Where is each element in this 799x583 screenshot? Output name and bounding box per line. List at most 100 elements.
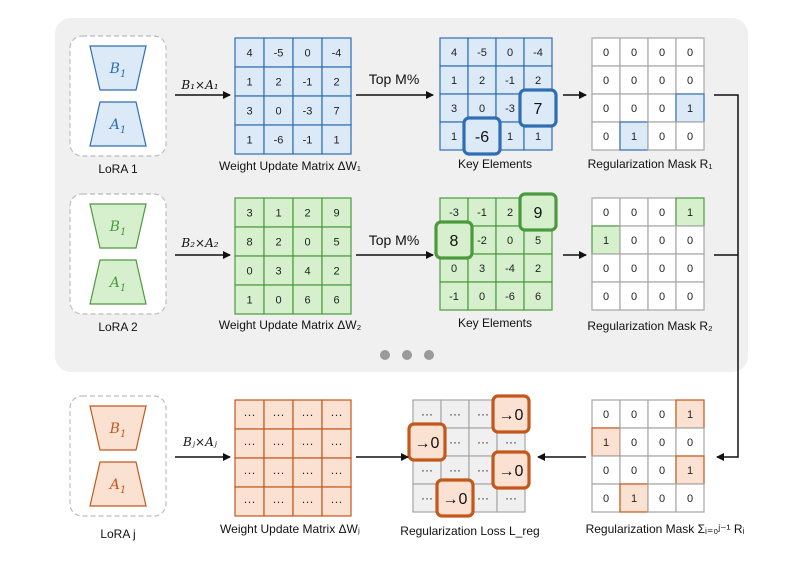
matrix-cell [467,281,497,311]
matrix-cell-value: 0 [687,75,693,87]
weight-matrix-j: ········································… [234,399,352,517]
matrix-cell-value: 0 [603,207,609,219]
matrix-cell-value: 9 [333,208,339,220]
matrix-cell-value: 0 [603,263,609,275]
lora-j-label: LoRA j [100,527,135,541]
highlight-box [518,88,558,128]
key-highlight-1-1: 7 [518,88,558,128]
matrix-cell-value: -6 [274,135,284,147]
matrix-cell-value: ··· [244,495,256,509]
matrix-cell [234,197,265,228]
matrix-cell [263,255,294,286]
matrix-cell-value: ··· [505,491,517,505]
weight-caption-j: Weight Update Matrix ΔWⱼ [220,522,360,536]
matrix-cell-value: 0 [631,291,637,303]
top-m-label-1: Top M% [369,71,420,87]
matrix-cell-value: 1 [603,235,609,247]
matrix-cell-value: -5 [477,47,487,59]
matrix-cell-value: 2 [535,263,541,275]
matrix-cell-value: 4 [451,47,457,59]
matrix-cell-value: ··· [273,408,285,422]
matrix-cell [619,483,649,513]
matrix-cell [619,455,649,485]
matrix-cell [292,399,323,430]
matrix-cell-value: 0 [603,131,609,143]
matrix-cell-value: -3 [505,103,515,115]
matrix-cell-value: 0 [507,47,513,59]
matrix-cell-value: ··· [302,495,314,509]
matrix-cell [440,399,470,429]
mask-caption-2: Regularization Mask R₂ [587,319,713,333]
matrix-cell [292,95,323,126]
matrix-cell-value: 1 [603,437,609,449]
matrix-cell [591,37,621,67]
matrix-cell-value: -1 [449,291,459,303]
matrix-cell-value: 2 [333,266,339,278]
matrix-cell-value: -3 [449,207,459,219]
key-caption-2: Key Elements [458,316,532,330]
matrix-cell [647,93,677,123]
matrix-cell-value: ··· [244,408,256,422]
matrix-cell [647,225,677,255]
connector-mask1-down [714,94,739,461]
matrix-cell [263,226,294,257]
matrix-cell [495,65,525,95]
matrix-cell [675,121,705,151]
matrix-cell-value: 1 [246,295,252,307]
matrix-cell-value: 0 [631,207,637,219]
matrix-cell-value: 0 [304,48,310,60]
key-highlight-1-2: -6 [462,116,502,156]
matrix-cell-value: 0 [631,437,637,449]
matrix-cell [523,37,553,67]
matrix-cell-value: 1 [631,493,637,505]
matrix-cell [675,455,705,485]
matrix-cell-value: -4 [533,47,543,59]
mask-caption-1: Regularization Mask R₁ [588,157,713,171]
matrix-cell-value: -1 [303,135,313,147]
ellipsis-dot-2 [402,350,412,360]
matrix-cell [234,226,265,257]
top-m-label-2: Top M% [369,232,420,248]
mask-caption-j: Regularization Mask Σᵢ₌₀ʲ⁻¹ Rᵢ [586,522,745,536]
matrix-cell [619,281,649,311]
matrix-cell-value: 0 [687,235,693,247]
matrix-cell-value: ··· [505,435,517,449]
matrix-cell-value: -6 [505,291,515,303]
matrix-cell-value: 0 [631,409,637,421]
matrix-cell-value: 0 [659,235,665,247]
matrix-cell-value: 0 [603,465,609,477]
loss-highlight-4: →0 [435,478,475,518]
matrix-cell-value: -1 [477,207,487,219]
matrix-a-shape [89,259,147,305]
weight-caption-1: Weight Update Matrix ΔW₁ [219,159,361,173]
matrix-cell [263,457,294,488]
matrix-cell-value: 0 [603,291,609,303]
product-label-1: B₁×A₁ [180,78,218,92]
matrix-cell [321,37,352,68]
highlight-box [434,220,474,260]
matrix-cell-value: 1 [687,207,693,219]
matrix-cell-value: ··· [273,466,285,480]
matrix-cell [619,121,649,151]
matrix-cell-value: 0 [659,493,665,505]
matrix-cell-value: ··· [477,463,489,477]
matrix-cell-value: 5 [333,237,339,249]
matrix-cell [263,428,294,459]
highlight-value: →0 [443,491,468,508]
matrix-cell [321,124,352,155]
matrix-cell-value: 0 [687,131,693,143]
matrix-cell-value: -5 [274,48,284,60]
matrix-cell-value: 4 [304,266,310,278]
matrix-cell-value: 6 [535,291,541,303]
matrix-cell-value: ··· [273,437,285,451]
matrix-cell-value: ··· [244,466,256,480]
matrix-cell-value: ··· [331,466,343,480]
matrix-cell-value: 3 [246,208,252,220]
matrix-cell-value: 0 [659,131,665,143]
